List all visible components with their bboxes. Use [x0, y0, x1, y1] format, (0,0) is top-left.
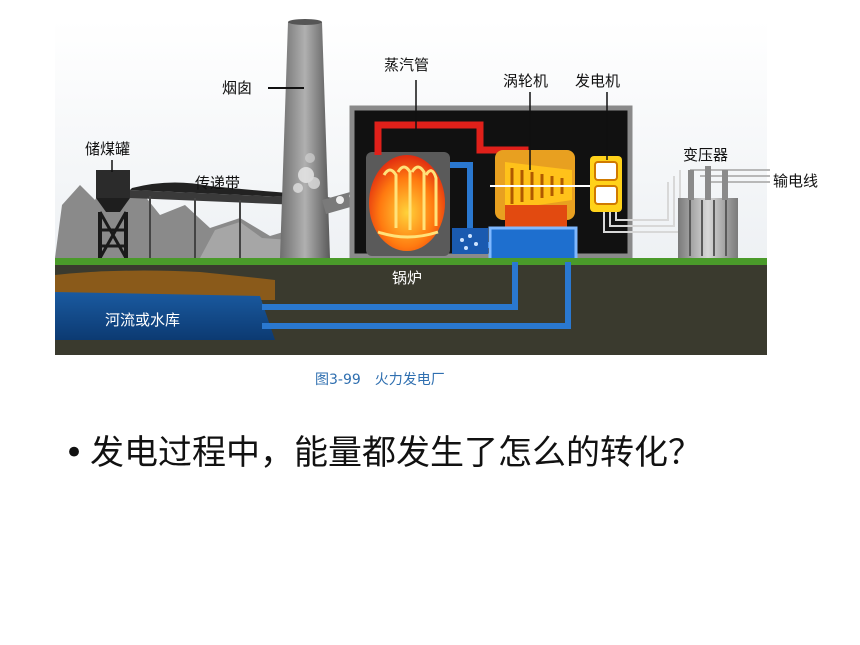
chimney: [280, 19, 330, 258]
label-power-line: 输电线: [773, 172, 818, 190]
transmission-wires: [603, 169, 770, 233]
label-conveyor: 传递带: [195, 174, 240, 192]
coal-silo: [96, 170, 130, 259]
boiler: [366, 152, 450, 256]
turbine: [490, 150, 590, 227]
condenser: [488, 226, 578, 264]
transformer: [678, 166, 738, 258]
label-turbine: 涡轮机: [503, 72, 548, 90]
question-text: 发电过程中，能量都发生了怎么的转化？: [90, 433, 702, 473]
generator: [590, 156, 622, 212]
label-coal-silo: 储煤罐: [85, 140, 130, 158]
label-river: 河流或水库: [105, 311, 180, 329]
figure-caption: 图3-99 火力发电厂: [315, 372, 445, 388]
power-plant-diagram: 烟囱 蒸汽管 涡轮机 发电机 储煤罐 传递带 变压器 输电线 锅炉 河流或水库 …: [55, 19, 818, 388]
label-transformer: 变压器: [683, 146, 728, 164]
label-boiler: 锅炉: [392, 269, 422, 287]
bullet-symbol: •: [64, 433, 85, 473]
label-generator: 发电机: [575, 72, 620, 90]
label-chimney: 烟囱: [222, 79, 252, 97]
river-pipes: [262, 262, 571, 329]
grass: [55, 258, 767, 265]
water-pump: [452, 228, 488, 254]
river: [55, 292, 275, 340]
question-bullet: •发电过程中，能量都发生了怎么的转化？: [64, 425, 844, 474]
label-steam-pipe: 蒸汽管: [384, 56, 429, 74]
